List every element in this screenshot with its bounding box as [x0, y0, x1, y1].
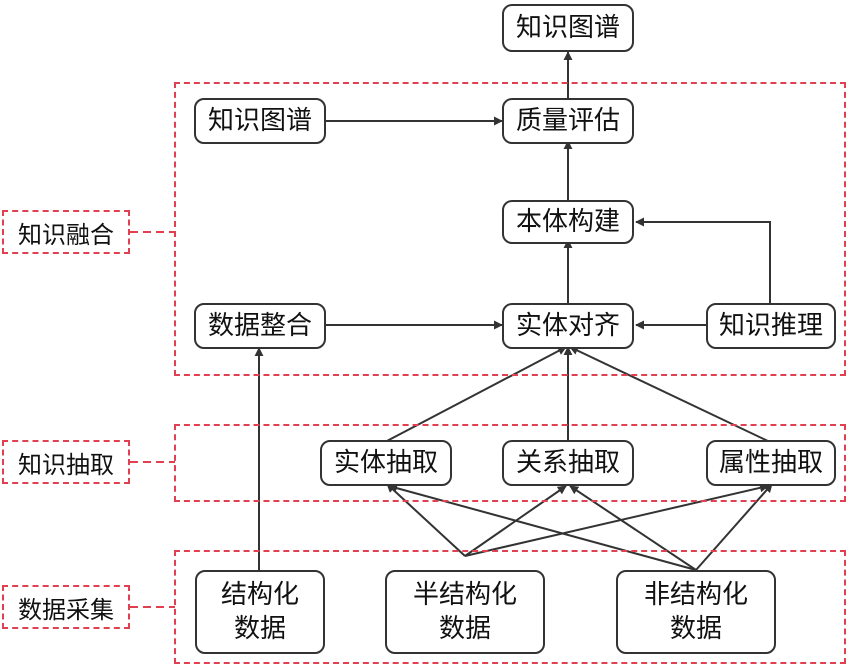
- arrow-attribute-extract-to-align: [569, 346, 771, 443]
- entity-extraction-node: 实体抽取: [320, 440, 452, 486]
- knowledge-graph-input-node: 知识图谱: [194, 98, 326, 144]
- arrow-unstructured-to-attribute-extract: [695, 483, 773, 571]
- semi-structured-data-node: 半结构化 数据: [385, 570, 545, 654]
- arrow-entity-extract-to-align: [384, 346, 567, 443]
- ontology-construction-node: 本体构建: [502, 200, 634, 244]
- unstructured-data-node: 非结构化 数据: [616, 570, 776, 654]
- quality-assessment-node: 质量评估: [502, 98, 634, 144]
- attribute-extraction-node: 属性抽取: [706, 440, 836, 486]
- fusion-layer-label: 知识融合: [2, 210, 130, 254]
- entity-alignment-node: 实体对齐: [502, 303, 634, 349]
- arrow-semi-to-entity-extract: [386, 483, 466, 557]
- arrow-semi-to-attribute-extract: [464, 483, 769, 557]
- output-knowledge-graph-node: 知识图谱: [502, 4, 634, 52]
- structured-data-node: 结构化 数据: [195, 570, 325, 654]
- fusion-layer-zone: [174, 82, 846, 376]
- knowledge-reasoning-node: 知识推理: [706, 303, 836, 349]
- arrow-reasoning-to-ontology: [635, 217, 771, 305]
- acquisition-layer-label: 数据采集: [2, 585, 130, 629]
- extraction-layer-label: 知识抽取: [2, 440, 130, 484]
- data-integration-node: 数据整合: [194, 303, 326, 349]
- relation-extraction-node: 关系抽取: [502, 440, 634, 486]
- extraction-layer-zone: [174, 424, 846, 502]
- acquisition-layer-zone: [174, 550, 846, 664]
